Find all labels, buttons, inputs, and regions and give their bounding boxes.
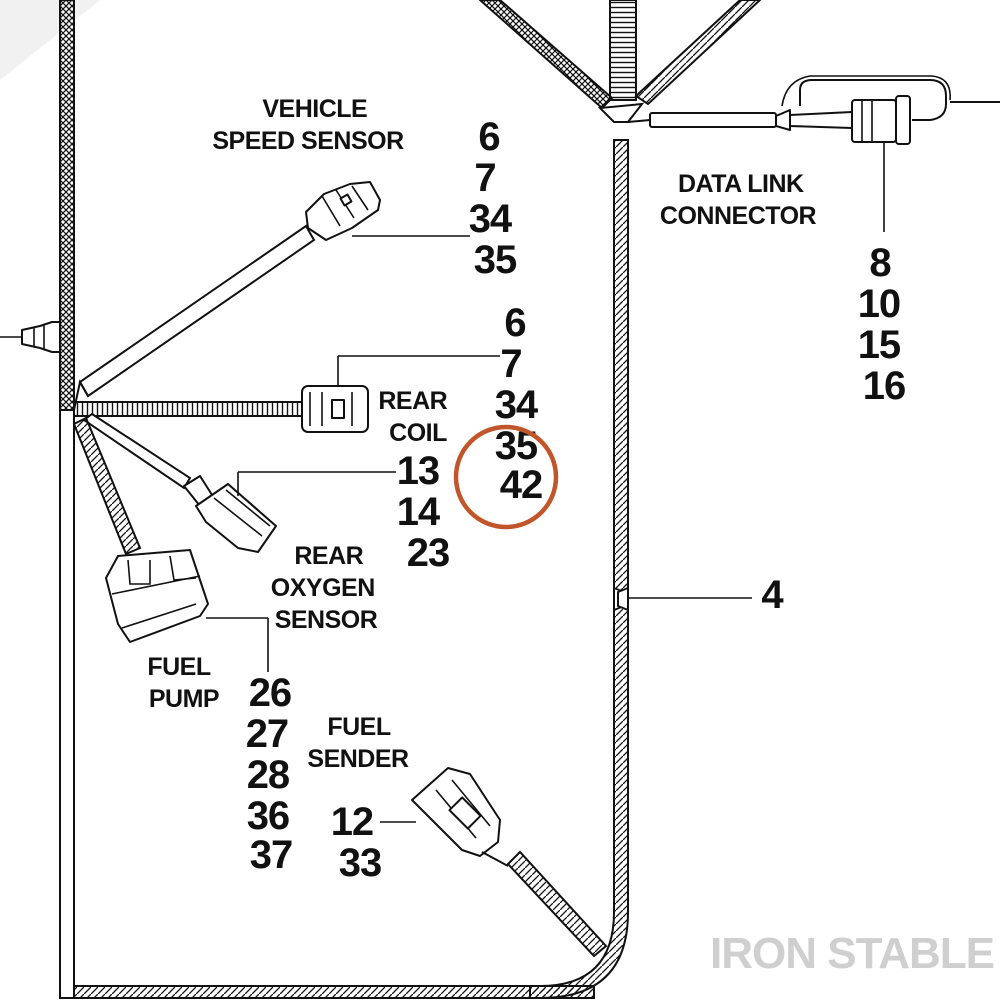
- vehicle-speed-sensor-callouts: 6 7 34 35: [469, 115, 522, 282]
- data-link-connector-callouts: 8 10 15 16: [858, 241, 911, 408]
- bottom-harness: [73, 985, 595, 999]
- trunk-fastener: [613, 587, 752, 611]
- vehicle-speed-sensor-drawing: [73, 181, 470, 411]
- right-harness-trunk: [529, 139, 629, 999]
- watermark: IRON STABLE: [710, 929, 994, 978]
- fuel-sender-drawing: [380, 767, 608, 958]
- data-link-connector-label: DATA LINK CONNECTOR: [660, 170, 817, 230]
- rear-coil-upper-callouts: 6 7 34 35 42: [495, 301, 548, 507]
- highlight-circle: [453, 424, 559, 530]
- rear-coil-drawing: [73, 355, 500, 433]
- fuel-pump-callouts: 26 27 28 36 37: [246, 671, 302, 877]
- corner-shape: [0, 0, 100, 80]
- harness-trunk-callout: 4: [761, 573, 784, 617]
- rear-oxygen-sensor-drawing: [82, 412, 396, 553]
- top-junction: [478, 0, 762, 123]
- data-link-connector-drawing: [627, 75, 1000, 232]
- fuel-sender-callouts: 12 33: [331, 800, 384, 885]
- left-harness-trunk: [59, 0, 75, 999]
- rear-oxygen-sensor-label: REAR OXYGEN SENSOR: [271, 542, 381, 634]
- rear-coil-label: REAR COIL: [378, 387, 453, 447]
- vehicle-speed-sensor-label: VEHICLE SPEED SENSOR: [212, 95, 404, 155]
- fuel-pump-label: FUEL PUMP: [147, 653, 219, 713]
- harness-clip: [0, 321, 61, 353]
- rear-coil-lower-callouts: 13 14 23: [397, 449, 450, 575]
- fuel-pump-drawing: [72, 416, 269, 672]
- fuel-sender-label: FUEL SENDER: [307, 713, 409, 773]
